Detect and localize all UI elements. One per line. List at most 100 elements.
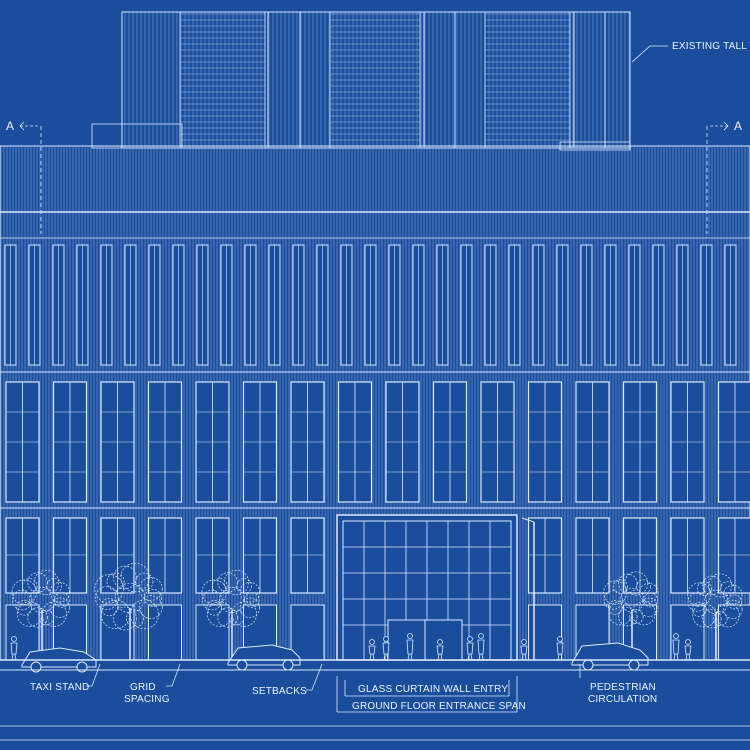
upper-window — [172, 244, 185, 366]
middle-window — [100, 381, 135, 503]
tree — [687, 573, 743, 660]
person — [368, 639, 376, 661]
middle-window — [575, 381, 610, 503]
section-marker-right: A — [706, 119, 742, 234]
upper-window — [244, 244, 257, 366]
tree — [11, 569, 70, 660]
upper-window — [100, 244, 113, 366]
upper-window — [484, 244, 497, 366]
upper-window — [148, 244, 161, 366]
upper-window — [460, 244, 473, 366]
lower-window-row — [5, 517, 750, 661]
person — [436, 639, 444, 661]
upper-window — [76, 244, 89, 366]
setbacks-label: SETBACKS — [252, 686, 307, 697]
person — [466, 636, 474, 661]
section-marker-left: A — [6, 119, 42, 234]
lower-window — [242, 517, 278, 661]
upper-window — [52, 244, 65, 366]
upper-window — [124, 244, 137, 366]
middle-window — [385, 381, 420, 503]
grid-spacing-label-line-1: GRID — [130, 682, 156, 693]
tree — [94, 562, 163, 660]
existing-tower-callout: EXISTING TALL TO — [631, 41, 750, 63]
lower-window — [290, 517, 325, 661]
middle-window-row — [5, 381, 750, 503]
person — [477, 633, 485, 661]
upper-window — [532, 244, 545, 366]
person — [382, 636, 390, 661]
person — [672, 633, 680, 661]
upper-window — [220, 244, 233, 366]
person — [684, 639, 692, 661]
upper-window — [676, 244, 689, 366]
pedestrian-figures — [10, 633, 692, 661]
middle-window — [195, 381, 230, 503]
upper-window — [724, 244, 737, 366]
upper-window — [628, 244, 641, 366]
annotation-taxi-stand: TAXI STAND — [30, 663, 101, 693]
person — [10, 636, 18, 661]
person — [556, 636, 564, 661]
entrance-span-label: GROUND FLOOR ENTRANCE SPAN — [352, 701, 526, 712]
lower-window — [5, 517, 40, 661]
person — [406, 633, 414, 661]
grid-spacing-label-line-2: SPACING — [124, 694, 170, 705]
glass-entry-label: GLASS CURTAIN WALL ENTRY — [358, 684, 508, 695]
person — [520, 639, 528, 661]
upper-window — [652, 244, 665, 366]
middle-window — [480, 381, 515, 503]
middle-window — [147, 381, 183, 503]
existing-tower-label: EXISTING TALL TO — [672, 41, 750, 52]
lower-window — [717, 517, 750, 661]
ground-line — [0, 659, 750, 741]
upper-window — [556, 244, 569, 366]
section-letter-right: A — [734, 119, 742, 133]
taxi-stand-label: TAXI STAND — [30, 682, 89, 693]
upper-window — [388, 244, 401, 366]
annotation-entrance: GLASS CURTAIN WALL ENTRY GROUND FLOOR EN… — [336, 676, 526, 713]
middle-window — [337, 381, 373, 503]
upper-window — [268, 244, 281, 366]
lower-window — [147, 517, 183, 661]
section-letter-left: A — [6, 119, 14, 133]
middle-window — [290, 381, 325, 503]
upper-window — [340, 244, 353, 366]
upper-window — [700, 244, 713, 366]
upper-window — [436, 244, 449, 366]
upper-window — [4, 244, 17, 366]
lower-window — [195, 517, 230, 661]
upper-window — [316, 244, 329, 366]
upper-window — [412, 244, 425, 366]
existing-tower — [91, 11, 631, 151]
annotation-setbacks: SETBACKS — [252, 663, 323, 697]
upper-window — [196, 244, 209, 366]
upper-window — [364, 244, 377, 366]
glass-curtain-wall-entry — [336, 514, 518, 661]
middle-window — [717, 381, 750, 503]
pedestrian-label-line-1: PEDESTRIAN — [590, 682, 656, 693]
tree — [201, 569, 260, 660]
upper-window — [580, 244, 593, 366]
pedestrian-label-line-2: CIRCULATION — [588, 694, 657, 705]
annotation-grid-spacing: GRID SPACING — [124, 663, 181, 705]
middle-window — [5, 381, 40, 503]
middle-window — [622, 381, 658, 503]
middle-window — [242, 381, 278, 503]
upper-window — [604, 244, 617, 366]
lower-window — [52, 517, 88, 661]
upper-window — [28, 244, 41, 366]
middle-window — [432, 381, 468, 503]
annotation-pedestrian: PEDESTRIAN CIRCULATION — [579, 664, 657, 705]
upper-window — [508, 244, 521, 366]
middle-window — [52, 381, 88, 503]
street-trees — [11, 562, 743, 660]
middle-window — [527, 381, 563, 503]
lower-window — [100, 517, 135, 661]
upper-window-row — [4, 244, 737, 366]
street-lamp — [521, 517, 535, 660]
middle-window — [670, 381, 705, 503]
upper-window — [292, 244, 305, 366]
